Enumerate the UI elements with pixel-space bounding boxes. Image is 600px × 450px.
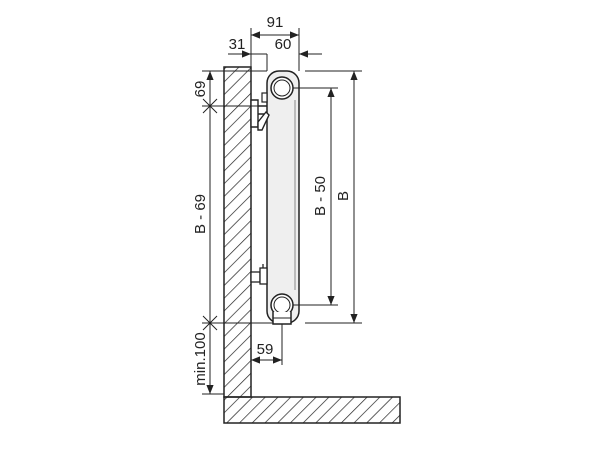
connection-height-label: B - 50 <box>312 176 329 216</box>
left-vertical-dimensions: 69 B - 69 min.100 <box>192 70 273 395</box>
top-offset-label: 69 <box>192 81 209 98</box>
bottom-pipe-icon <box>270 293 294 325</box>
radiator-depth-label: 60 <box>275 36 292 53</box>
upper-bracket-icon <box>250 92 270 131</box>
bracket-span-label: B - 69 <box>192 194 209 234</box>
overall-height-dimension: B <box>305 70 362 324</box>
radiator <box>266 70 300 324</box>
radiator-depth-dimension: 31 60 <box>228 36 322 71</box>
bottom-offset-dimension: 59 <box>251 324 283 365</box>
depth-total-dimension: 91 <box>250 14 300 71</box>
top-pipe-icon <box>270 76 294 100</box>
connection-height-dimension: B - 50 <box>293 87 338 306</box>
overall-height-label: B <box>335 191 352 201</box>
lower-bracket-icon <box>250 264 268 285</box>
bottom-offset-label: 59 <box>257 341 274 358</box>
wall-gap-label: 31 <box>229 36 246 53</box>
depth-total-label: 91 <box>267 14 284 31</box>
floor <box>223 396 401 424</box>
wall <box>223 66 252 398</box>
floor-clearance-label: min.100 <box>192 332 209 385</box>
